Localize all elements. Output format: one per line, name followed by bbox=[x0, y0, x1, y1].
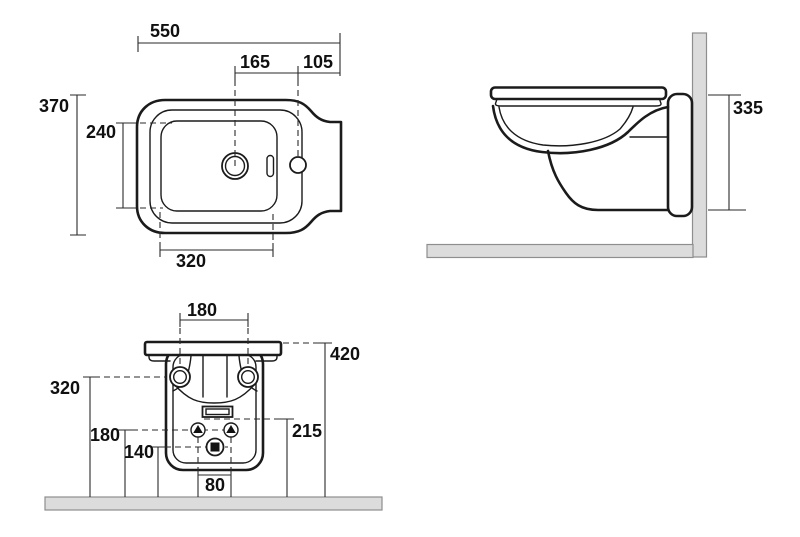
dim-inlet-spacing: 80 bbox=[197, 468, 232, 497]
rear-drain-box-outer bbox=[201, 405, 234, 418]
side-bowl-inner-curve bbox=[498, 106, 634, 147]
rear-hole-centerlines bbox=[179, 328, 249, 370]
dim-inlet-height-lines bbox=[118, 429, 132, 497]
dim-basin-width-label: 320 bbox=[176, 251, 206, 271]
dim-basin-width: 320 bbox=[159, 212, 274, 271]
rear-flange-lip-left bbox=[148, 354, 171, 362]
dim-hole-height: 320 bbox=[50, 376, 97, 497]
dim-inlet-spacing-label: 80 bbox=[205, 475, 225, 495]
dim-rim-height-label: 420 bbox=[330, 344, 360, 364]
rear-flange-lip-right bbox=[255, 354, 278, 362]
dim-waste-height-label: 215 bbox=[292, 421, 322, 441]
plan-basin-contour bbox=[160, 120, 278, 212]
dim-drain-height-lines bbox=[151, 446, 165, 497]
dim-inlet-height: 180 bbox=[90, 425, 132, 497]
dim-basin-width-ext bbox=[159, 212, 274, 243]
dim-hole-spacing-label: 180 bbox=[187, 300, 217, 320]
wall-section bbox=[691, 32, 708, 258]
side-view: 335 bbox=[426, 32, 763, 259]
dim-hole-height-label: 320 bbox=[50, 378, 80, 398]
dim-overall-depth-label: 370 bbox=[39, 96, 69, 116]
dim-drain-to-tap-label: 165 bbox=[240, 52, 270, 72]
dim-inlet-spacing-lines bbox=[197, 468, 232, 497]
dim-tap-to-edge-label: 105 bbox=[303, 52, 333, 72]
dim-hole-spacing-lines bbox=[179, 313, 249, 327]
dim-overall-width: 550 bbox=[137, 21, 341, 76]
dim-inlet-height-label: 180 bbox=[90, 425, 120, 445]
dim-drain-and-tap: 165 105 bbox=[234, 52, 340, 80]
dim-back-height: 335 bbox=[708, 94, 763, 211]
rear-rim-flange bbox=[143, 340, 283, 357]
dim-basin-depth: 240 bbox=[86, 122, 172, 209]
dim-hole-height-lines bbox=[83, 376, 97, 497]
dim-basin-depth-label: 240 bbox=[86, 122, 116, 142]
rear-drain-box-inner bbox=[205, 408, 230, 416]
drain-symbol-square bbox=[210, 442, 220, 452]
dim-overall-depth: 370 bbox=[39, 94, 86, 236]
dim-waste-height-lines bbox=[280, 418, 294, 497]
dim-overall-depth-lines bbox=[70, 94, 86, 236]
dim-rim-height-lines bbox=[318, 342, 332, 497]
dim-basin-depth-ext bbox=[130, 122, 172, 209]
dim-basin-width-lines bbox=[159, 243, 274, 257]
rear-view: 180 420 320 180 140 215 80 bbox=[44, 300, 383, 511]
dim-hole-spacing: 180 bbox=[179, 300, 249, 327]
dim-rim-height: 420 bbox=[318, 342, 360, 497]
plan-view: 550 165 105 370 240 320 bbox=[39, 21, 343, 271]
rear-drain-channel bbox=[202, 354, 228, 398]
dim-back-height-label: 335 bbox=[733, 98, 763, 118]
dim-basin-depth-lines bbox=[116, 122, 130, 209]
side-rim-bar bbox=[489, 86, 668, 101]
floor-section-rear bbox=[44, 496, 383, 511]
dim-overall-width-label: 550 bbox=[150, 21, 180, 41]
rear-bowl-arc bbox=[173, 383, 256, 404]
dim-back-height-lines bbox=[708, 94, 746, 211]
dim-overall-width-lines bbox=[137, 33, 341, 76]
floor-section-side bbox=[426, 243, 694, 259]
dim-drain-height-label: 140 bbox=[124, 442, 154, 462]
overflow-slot bbox=[266, 154, 275, 178]
dim-waste-height: 215 bbox=[280, 418, 322, 497]
inlet-symbol-right-triangle bbox=[226, 425, 236, 433]
rear-inlet-centerlines bbox=[197, 437, 232, 468]
dim-drain-height: 140 bbox=[124, 442, 165, 497]
side-bowl-outer-curve bbox=[491, 104, 670, 155]
fixing-hole-right-inner bbox=[240, 370, 255, 385]
inlet-symbol-left-triangle bbox=[193, 425, 203, 433]
wall-mount-bracket bbox=[666, 92, 694, 218]
dim-drain-tap-lines bbox=[234, 66, 340, 80]
side-body-profile bbox=[546, 149, 670, 212]
fixing-hole-left-inner bbox=[172, 370, 187, 385]
tap-hole bbox=[289, 156, 307, 174]
side-rim-lip bbox=[494, 98, 662, 107]
